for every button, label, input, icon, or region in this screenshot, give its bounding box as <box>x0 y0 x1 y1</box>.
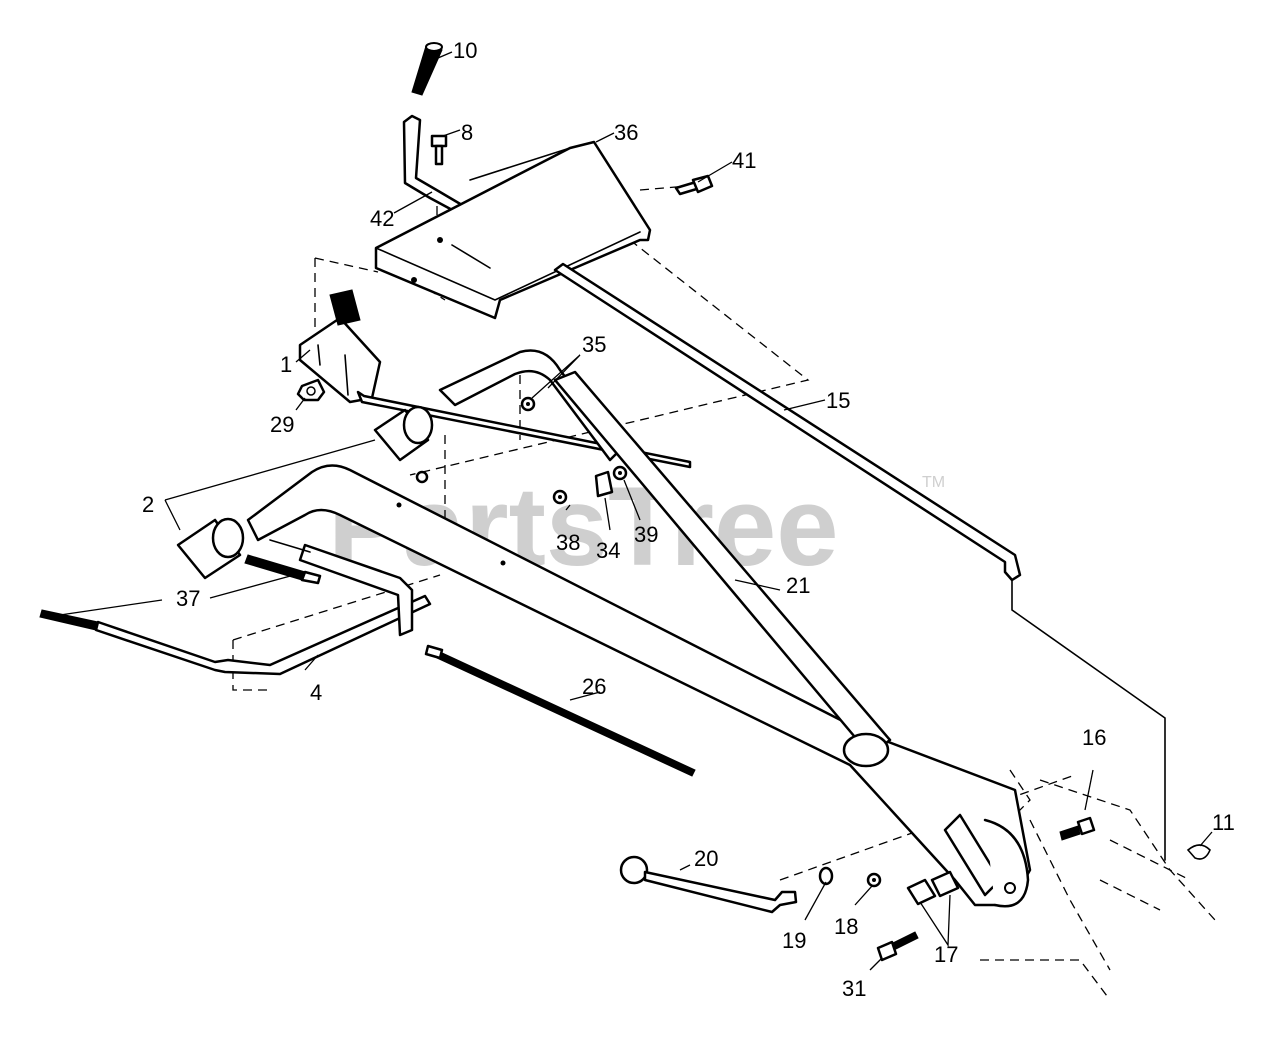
assembly-dashed-lines <box>232 185 1216 1001</box>
callout-31: 31 <box>842 976 866 1001</box>
part-37-rod-upper <box>244 554 322 585</box>
part-41-bolt <box>674 174 714 196</box>
part-31-bolt <box>876 931 919 962</box>
part-4-linkage <box>94 539 432 676</box>
part-17-pad-b <box>930 870 960 898</box>
callout-39: 39 <box>634 522 658 547</box>
callout-10: 10 <box>453 38 477 63</box>
part-2-grip-lower <box>176 517 245 580</box>
callout-29: 29 <box>270 412 294 437</box>
part-39-nut <box>612 465 628 481</box>
part-18-nut <box>866 872 882 888</box>
callout-11: 11 <box>1212 810 1235 835</box>
callout-8: 8 <box>461 120 473 145</box>
callout-26: 26 <box>582 674 606 699</box>
part-11-pin <box>1186 844 1211 860</box>
watermark-trademark: TM <box>922 474 945 491</box>
part-38-nut <box>552 489 568 505</box>
callout-21: 21 <box>786 573 810 598</box>
part-15-rod <box>553 262 1022 582</box>
callout-labels: 10 8 36 41 42 1 29 35 15 2 38 34 39 37 2… <box>142 38 1235 1001</box>
callout-17: 17 <box>934 942 958 967</box>
small-nut <box>415 470 429 484</box>
part-35-nut <box>520 396 536 412</box>
callout-18: 18 <box>834 914 858 939</box>
part-42-shift-rod <box>402 114 464 214</box>
part-37-rod-lower <box>39 609 99 631</box>
part-36-control-panel <box>374 140 652 320</box>
part-19-washer <box>818 866 834 886</box>
part-16-bolt <box>1059 816 1096 841</box>
part-34-clip <box>594 470 614 498</box>
callout-19: 19 <box>782 928 806 953</box>
callout-leaders <box>59 51 1213 971</box>
assembly-solid-lines <box>1011 579 1166 861</box>
part-17-pad-a <box>906 878 937 906</box>
part-10-grip <box>411 42 443 96</box>
callout-38: 38 <box>556 530 580 555</box>
upper-handle <box>438 349 622 462</box>
part-2-grip-upper <box>373 405 434 462</box>
callout-36: 36 <box>614 120 638 145</box>
callout-42: 42 <box>370 206 394 231</box>
callout-2: 2 <box>142 492 154 517</box>
part-1-bracket <box>298 289 382 404</box>
callout-16: 16 <box>1082 725 1106 750</box>
part-26-rod <box>424 644 696 777</box>
handle-bracket <box>943 813 1030 908</box>
callout-37: 37 <box>176 586 200 611</box>
part-29-nut <box>296 378 326 402</box>
part-21-handle <box>246 370 1032 907</box>
callout-1: 1 <box>280 352 292 377</box>
part-20-lever <box>619 855 798 914</box>
callout-34: 34 <box>596 538 620 563</box>
callout-20: 20 <box>694 846 718 871</box>
callout-4: 4 <box>310 680 322 705</box>
callout-35: 35 <box>582 332 606 357</box>
part-8-bolt <box>430 134 448 166</box>
callout-15: 15 <box>826 388 850 413</box>
callout-41: 41 <box>732 148 756 173</box>
